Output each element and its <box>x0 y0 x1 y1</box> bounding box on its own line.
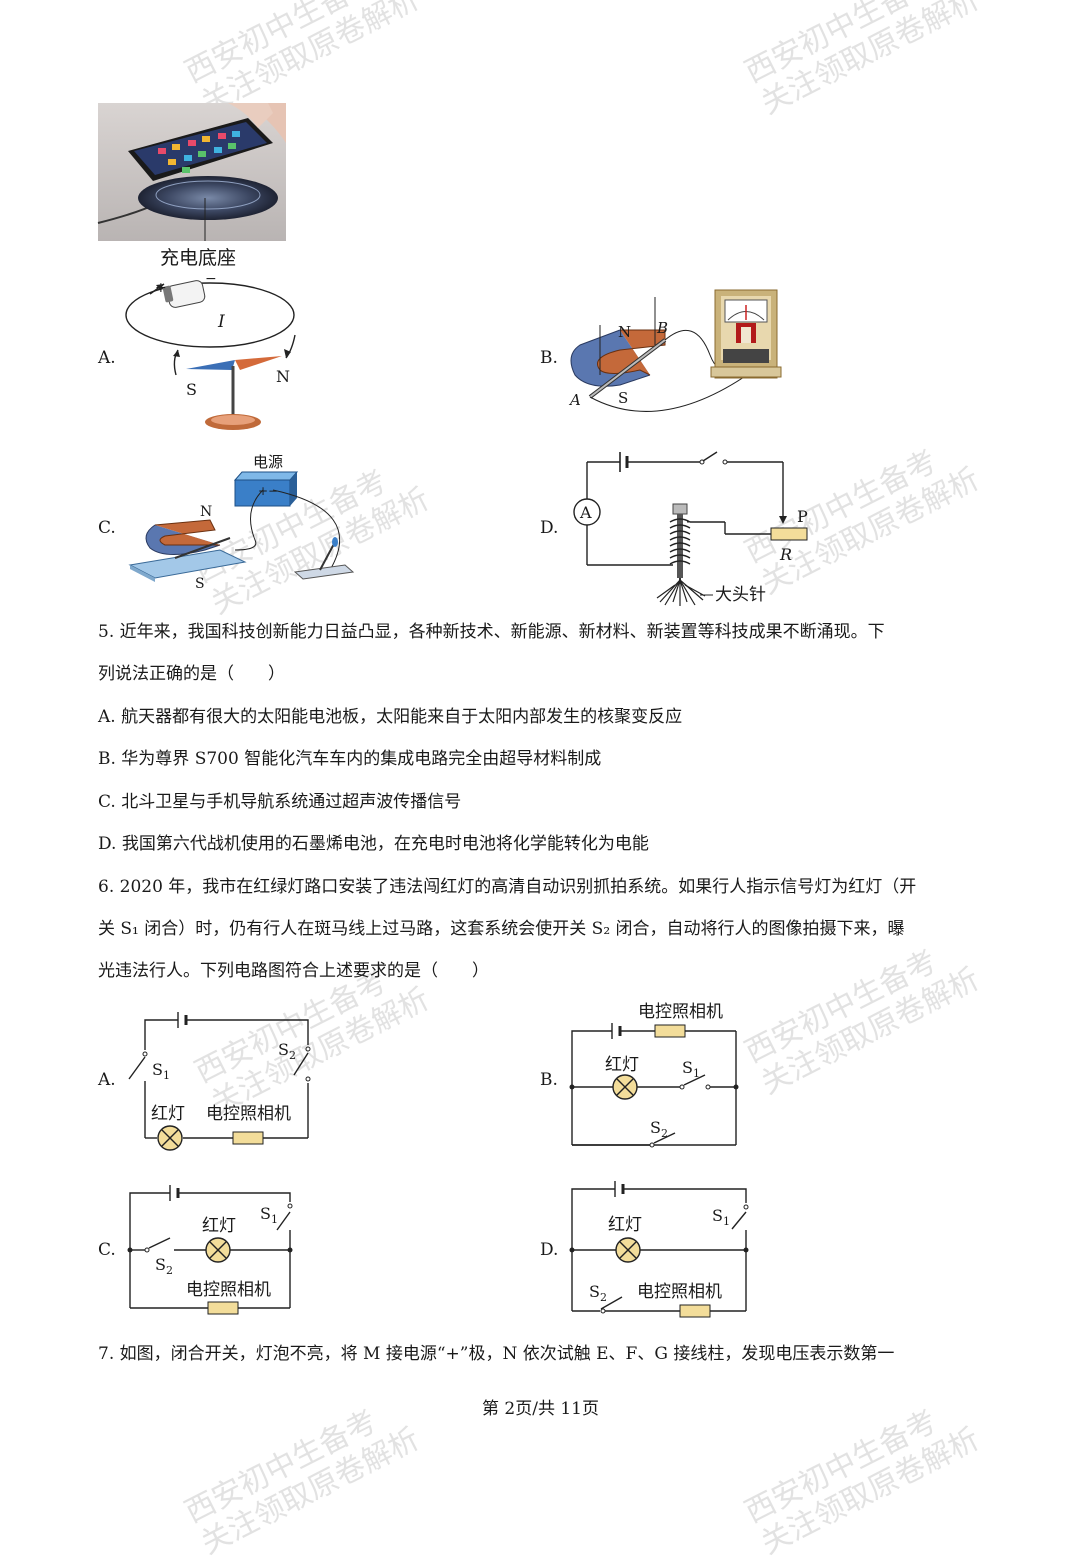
svg-text:+: + <box>258 484 268 498</box>
red-lamp-label: 红灯 <box>202 1216 236 1236</box>
switch-s2-label: S2 <box>650 1118 668 1140</box>
q6-stem-line2: 关 S₁ 闭合）时，仍有行人在斑马线上过马路，这套系统会使开关 S₂ 闭合，自动… <box>98 919 905 939</box>
red-lamp-label: 红灯 <box>151 1104 185 1124</box>
camera-label: 电控照相机 <box>186 1280 271 1300</box>
page-footer: 第 2页/共 11页 <box>482 1399 599 1419</box>
battery-minus-label: − <box>205 271 217 287</box>
q7-stem-line1: 7. 如图，闭合开关，灯泡不亮，将 M 接电源“+”极，N 依次试触 E、F、G… <box>98 1344 895 1364</box>
switch-s2-label: S2 <box>278 1040 296 1062</box>
magnet-n-label: N <box>618 323 631 341</box>
svg-text:−: − <box>268 484 278 498</box>
q4-option-c-letter: C. <box>98 518 116 538</box>
q6-stem-line1: 6. 2020 年，我市在红绿灯路口安装了违法闯红灯的高清自动识别抓拍系统。如果… <box>98 877 917 897</box>
switch-s1-label: S1 <box>682 1058 700 1080</box>
q6-circuit-b: 电控照相机 红灯 S1 S2 <box>569 1002 739 1148</box>
q4-option-a-letter: A. <box>98 348 116 368</box>
q4-b-induction-diagram: N S A B <box>568 289 782 412</box>
slider-p-label: P <box>797 507 808 526</box>
ammeter-a-label: A <box>579 503 592 522</box>
switch-s1-label: S1 <box>152 1060 170 1082</box>
q6-circuit-d: 红灯 S1 S2 电控照相机 <box>569 1181 749 1318</box>
q6-stem-line3: 光违法行人。下列电路图符合上述要求的是（ ） <box>98 961 489 981</box>
rod-b-label: B <box>656 319 668 337</box>
wireless-charger-photo <box>97 103 286 241</box>
q4-a-oersted-diagram: + − I S N <box>125 271 296 430</box>
motor-n-label: N <box>200 504 212 520</box>
power-supply-label: 电源 <box>253 453 283 471</box>
pins-label: 大头针 <box>715 585 766 605</box>
q5-stem-line1: 5. 近年来，我国科技创新能力日益凸显，各种新技术、新能源、新材料、新装置等科技… <box>98 622 885 642</box>
rheostat-r-label: R <box>779 545 792 564</box>
watermark: 西安初中生备考关注领取原卷解析 <box>739 1403 985 1561</box>
watermark: 西安初中生备考关注领取原卷解析 <box>179 1403 425 1561</box>
q4-option-d-letter: D. <box>540 518 559 538</box>
q5-option-d: D. 我国第六代战机使用的石墨烯电池，在充电时电池将化学能转化为电能 <box>98 834 649 854</box>
charger-label: 充电底座 <box>160 247 237 269</box>
motor-s-label: S <box>195 576 205 592</box>
red-lamp-label: 红灯 <box>605 1055 639 1075</box>
q6-option-a-letter: A. <box>98 1070 116 1090</box>
needle-n-label: N <box>276 367 290 386</box>
camera-label: 电控照相机 <box>206 1104 291 1124</box>
rod-a-label: A <box>568 391 581 409</box>
q6-option-c-letter: C. <box>98 1240 116 1260</box>
q4-option-b-letter: B. <box>540 348 558 368</box>
watermark: 西安初中生备考关注领取原卷解析 <box>739 943 985 1102</box>
q6-circuit-c: S1 红灯 S2 电控照相机 <box>127 1185 293 1315</box>
q5-option-c: C. 北斗卫星与手机导航系统通过超声波传播信号 <box>98 792 462 812</box>
switch-s1-label: S1 <box>712 1206 730 1228</box>
current-label: I <box>217 312 225 332</box>
switch-s2-label: S2 <box>589 1282 607 1304</box>
q4-c-motor-diagram: 电源 + − N S <box>128 453 355 592</box>
magnet-s-label: S <box>618 389 628 407</box>
switch-s1-label: S1 <box>260 1204 278 1226</box>
switch-s2-label: S2 <box>155 1255 173 1277</box>
q6-circuit-a: S1 S2 红灯 电控照相机 <box>128 1012 311 1151</box>
q6-option-b-letter: B. <box>540 1070 558 1090</box>
camera-label: 电控照相机 <box>638 1002 723 1022</box>
q4-d-electromagnet-diagram: P R A 大头针 <box>573 451 808 606</box>
q6-option-d-letter: D. <box>540 1240 559 1260</box>
watermark: 西安初中生备考关注领取原卷解析 <box>739 0 985 122</box>
needle-s-label: S <box>186 380 197 399</box>
q5-stem-line2: 列说法正确的是（ ） <box>98 664 285 684</box>
q5-option-a: A. 航天器都有很大的太阳能电池板，太阳能来自于太阳内部发生的核聚变反应 <box>98 707 683 727</box>
camera-label: 电控照相机 <box>637 1282 722 1302</box>
q5-option-b: B. 华为尊界 S700 智能化汽车车内的集成电路完全由超导材料制成 <box>98 749 602 769</box>
red-lamp-label: 红灯 <box>608 1215 642 1235</box>
